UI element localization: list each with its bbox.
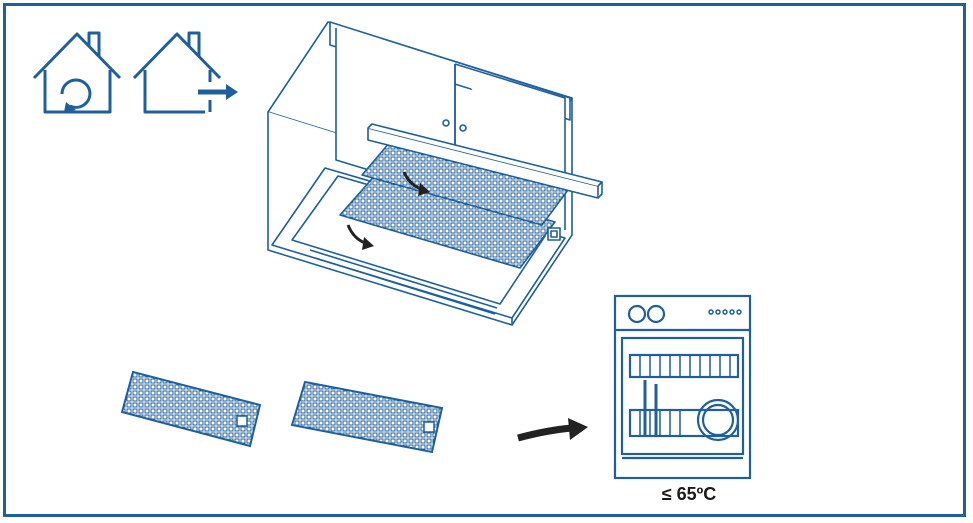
extraction-mode-icon [132,31,238,114]
cooker-hood-illustration [267,21,603,326]
dishwasher-icon [613,294,752,480]
curved-arrow-icon [517,418,588,442]
recirculation-mode-icon [32,31,122,114]
grease-filter-right [290,380,444,454]
dishwasher-temperature-label: ≤ 65ºC [661,484,717,504]
curved-arrow-icon [346,224,374,250]
curved-arrow-icon [402,171,430,196]
grease-filter-left [120,370,262,448]
